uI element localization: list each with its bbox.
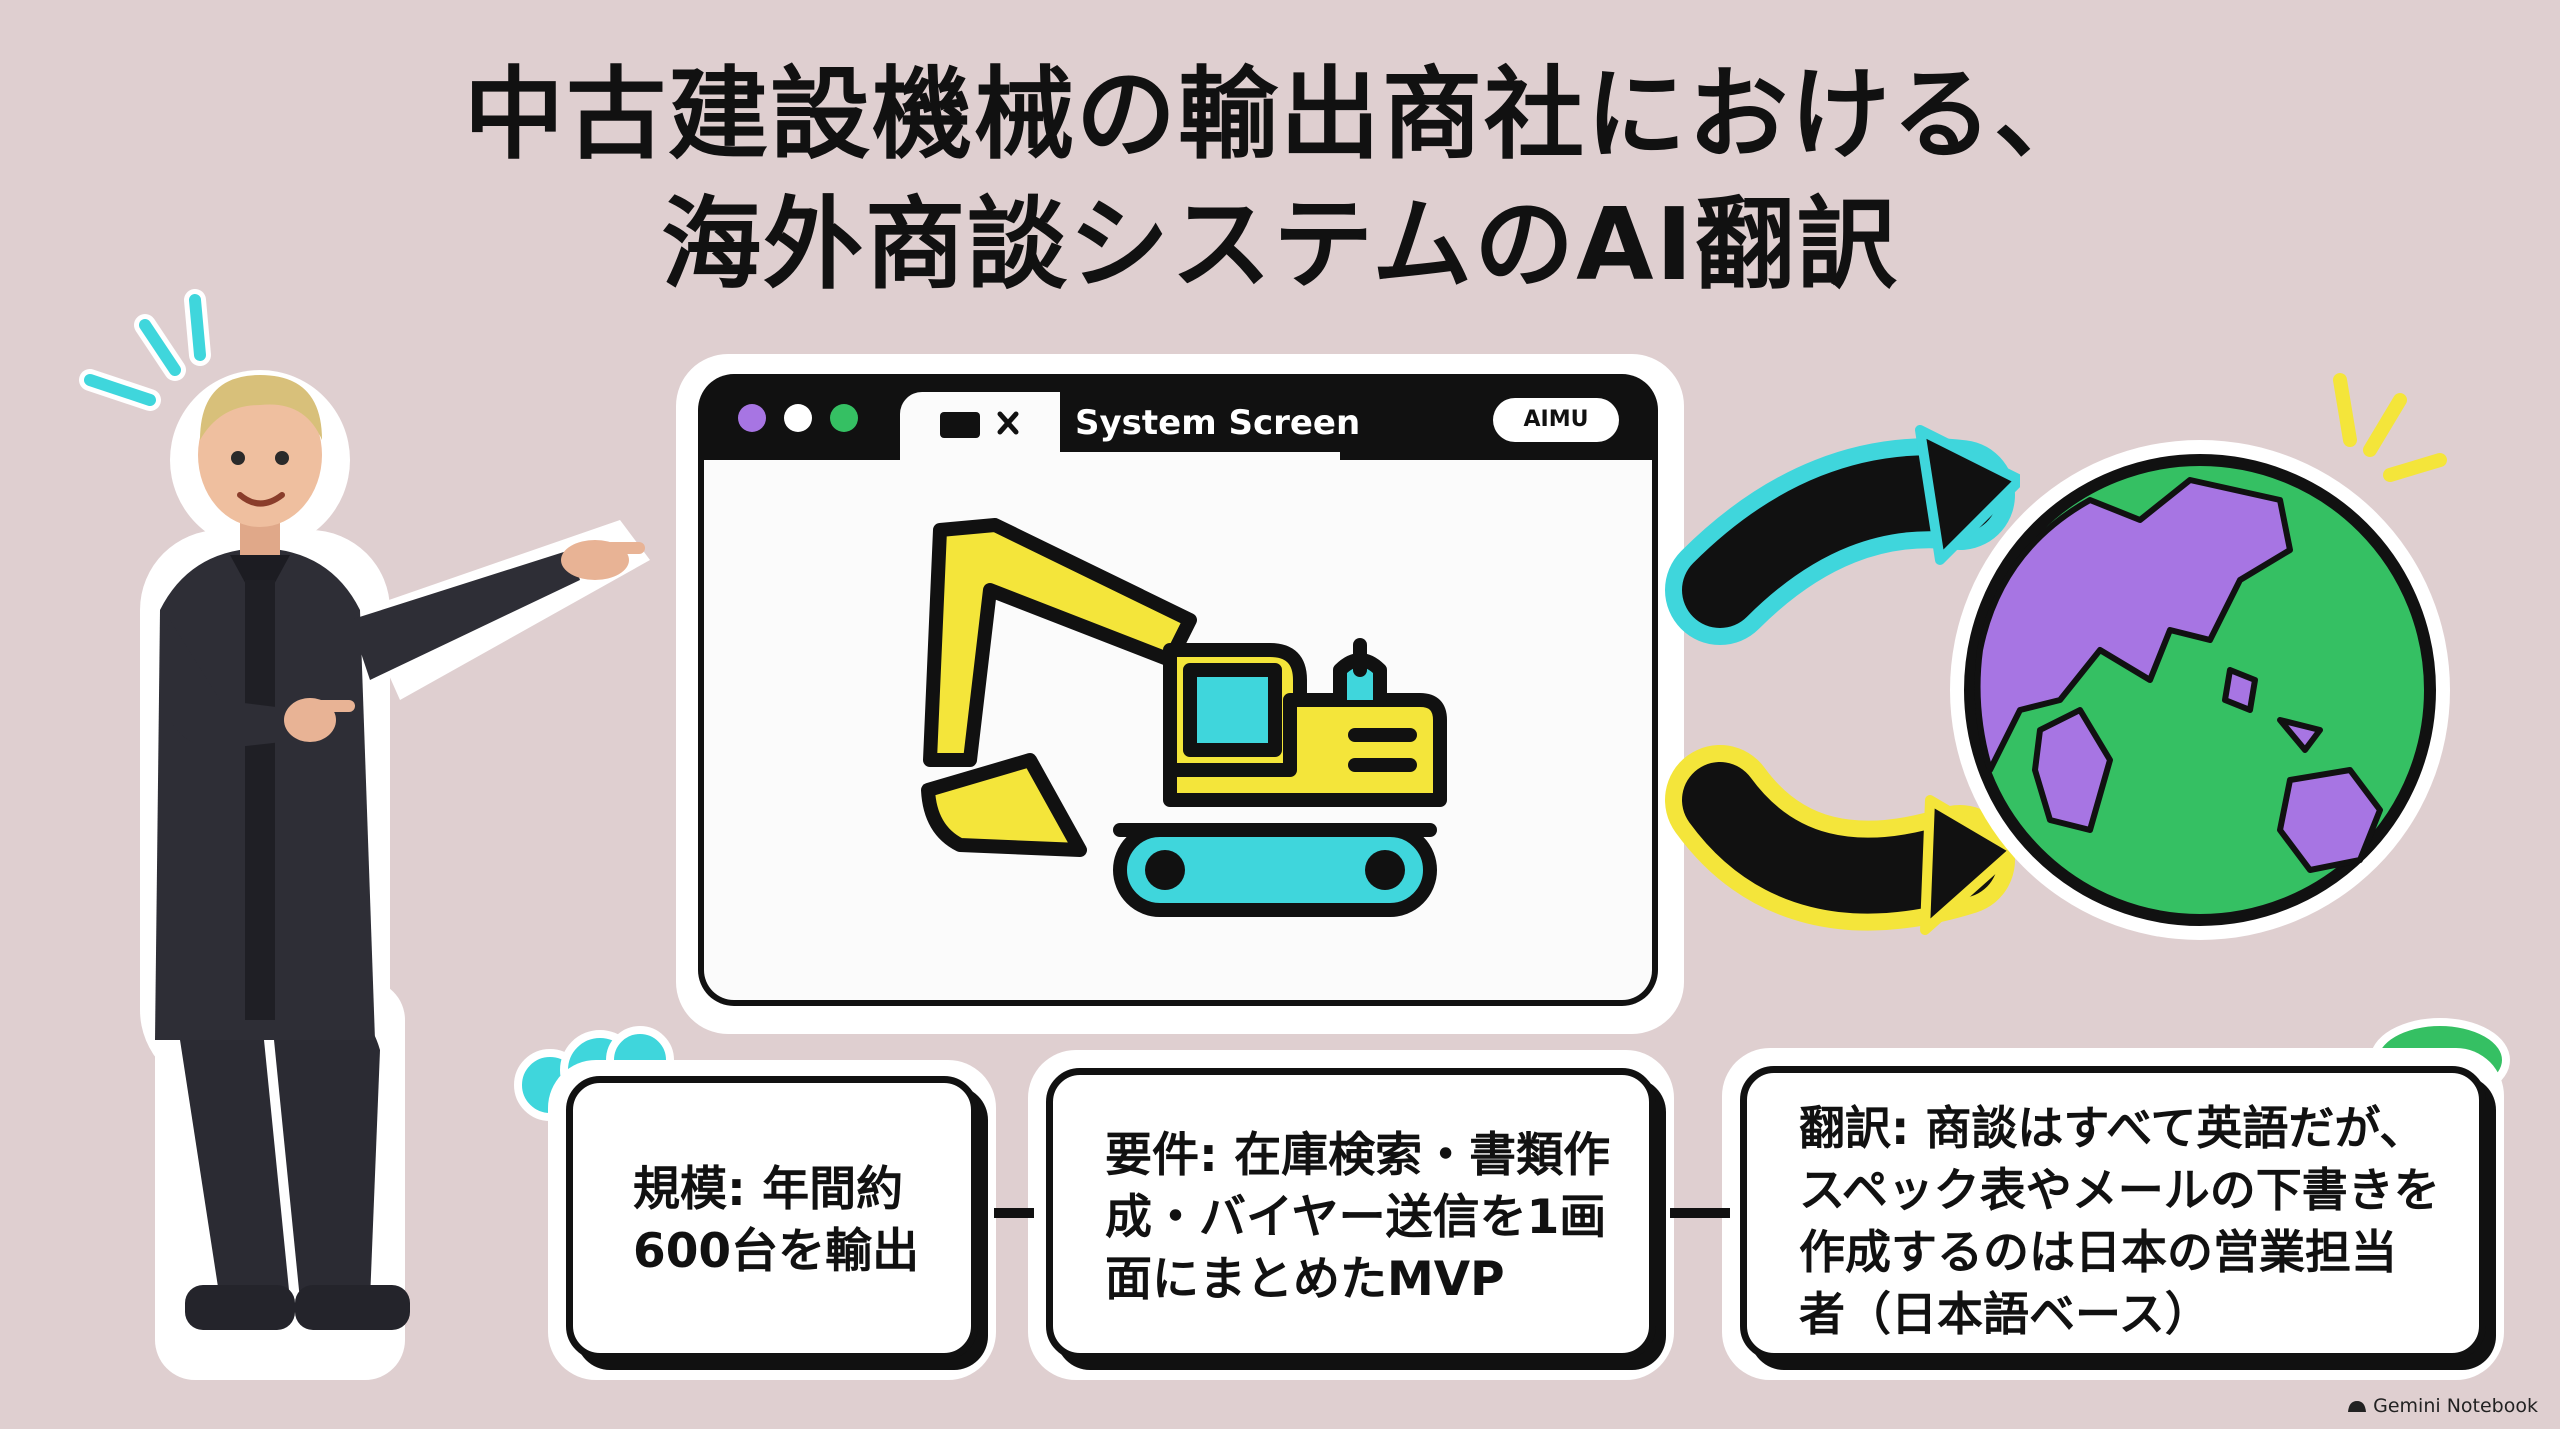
requirements-line-3: 面にまとめたMVP	[1105, 1252, 1505, 1307]
window-title: System Screen	[1075, 403, 1361, 443]
scale-line-1: 規模: 年間約	[633, 1162, 904, 1217]
excavator-icon	[921, 518, 1447, 917]
requirements-info-box: 要件: 在庫検索・書類作 成・バイヤー送信を1画 面にまとめたMVP	[1046, 1068, 1656, 1360]
translation-line-3: 作成するのは日本の営業担当	[1799, 1225, 2397, 1279]
window-dot-green[interactable]	[830, 404, 858, 432]
translation-line-4: 者（日本語ベース）	[1799, 1287, 2211, 1341]
tab-icons	[940, 411, 1019, 438]
page-title: 中古建設機械の輸出商社における、 海外商談システムのAI翻訳	[0, 50, 2560, 310]
globe-icon	[1950, 373, 2450, 940]
title-line-2: 海外商談システムのAI翻訳	[661, 186, 1899, 303]
window-icon	[940, 412, 980, 438]
translation-info-box: 翻訳: 商談はすべて英語だが、 スペック表やメールの下書きを 作成するのは日本の…	[1740, 1066, 2486, 1360]
connector-1	[994, 1208, 1034, 1218]
window-dot-white[interactable]	[784, 404, 812, 432]
aimu-badge[interactable]: AIMU	[1493, 398, 1619, 442]
scale-info-box: 規模: 年間約 600台を輸出	[566, 1076, 978, 1360]
translation-line-2: スペック表やメールの下書きを	[1799, 1163, 2440, 1217]
requirements-line-1: 要件: 在庫検索・書類作	[1105, 1128, 1611, 1183]
presenter-figure	[79, 289, 650, 1380]
window-dot-purple[interactable]	[738, 404, 766, 432]
footer-label: Gemini Notebook	[2373, 1395, 2538, 1417]
close-icon	[997, 411, 1019, 435]
cycle-arrows	[1665, 425, 2020, 935]
translation-line-1: 翻訳: 商談はすべて英語だが、	[1799, 1101, 2426, 1155]
footer-credit: Gemini Notebook	[2347, 1395, 2538, 1417]
tab-title-area	[1060, 392, 1360, 452]
title-line-1: 中古建設機械の輸出商社における、	[464, 56, 2096, 173]
attention-marks-right	[2333, 373, 2447, 482]
gemini-logo-icon	[2348, 1401, 2367, 1412]
requirements-line-2: 成・バイヤー送信を1画	[1105, 1190, 1607, 1245]
connector-2	[1670, 1208, 1730, 1218]
scale-line-2: 600台を輸出	[633, 1224, 920, 1279]
